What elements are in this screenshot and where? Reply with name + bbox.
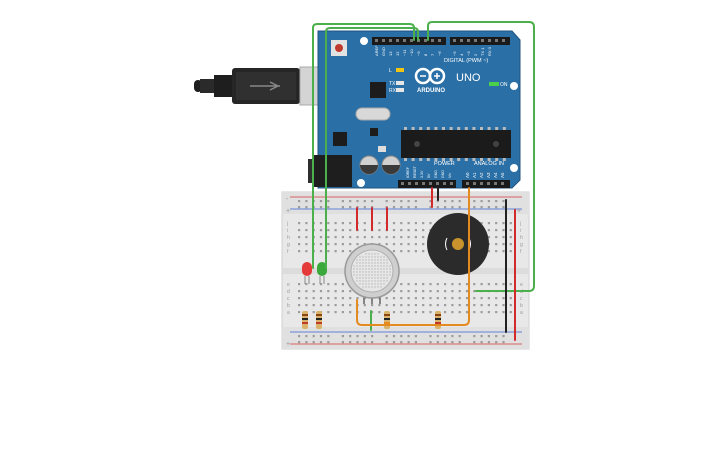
power-label: POWER [434,161,455,167]
model-label: UNO [456,72,481,84]
digital-pin-label: ~6 [437,51,442,56]
row-letter: j [519,221,521,227]
row-letter: b [287,303,290,309]
led-green [317,262,327,284]
row-letter: h [520,235,523,241]
crystal [355,107,391,121]
digital-pin-label: ~11 [402,49,407,56]
wires [312,21,535,341]
row-letter: j [286,221,288,227]
digital-pin-label: 7 [430,53,435,56]
analog-header [462,180,510,188]
row-letter: a [287,310,290,316]
digital-pin-label: RX 0 [487,46,492,56]
digital-pin-label: 2 [473,53,478,56]
rail-plus-label-right: + [517,208,521,215]
on-label: ON [500,82,508,88]
row-letter: f [520,249,522,255]
analog-pin-label: A5 [500,172,505,178]
mount-hole [357,179,365,187]
rail-plus-label: + [286,208,290,215]
digital-pin-label: 13 [388,51,393,56]
power-pin-label: 5V [427,173,431,178]
piezo-buzzer [427,213,489,275]
row-letter: b [520,303,523,309]
row-letter: g [287,242,290,248]
gas-sensor [344,243,400,304]
row-letter: h [287,235,290,241]
wire-green[interactable] [427,21,535,292]
digital-pin-label: ~5 [452,51,457,56]
analog-label: ANALOG IN [474,161,504,167]
rx-label: RX [389,88,397,94]
resistor [316,311,322,329]
mount-hole [510,82,518,90]
wire-orange[interactable] [356,187,470,326]
rail-minus-label: - [286,196,289,203]
digital-pin-label: AREF [374,45,379,56]
breadboard-holes [298,200,512,344]
wire-green[interactable] [312,23,415,269]
digital-pin-label: GND [381,47,386,56]
mount-hole [360,37,368,45]
row-letter: e [287,282,290,288]
analog-pin-label: A3 [486,172,491,178]
row-letter: c [520,296,523,302]
digital-header-left [372,37,446,45]
brand-label: ARDUINO [417,88,445,94]
power-pin-label: IOREF [406,166,410,178]
usb-icon [250,81,280,91]
row-letter: a [520,310,523,316]
digital-pin-label: TX 1 [480,47,485,56]
rail-plus-label-bottom: + [286,341,290,348]
power-pin-label: GND [441,170,445,178]
reset-button-cap [335,44,343,52]
power-pin-label: 3.3V [420,170,424,178]
on-led [489,82,499,86]
digital-label: DIGITAL (PWM ~) [444,58,488,64]
power-pin-label: Vin [448,173,452,178]
power-header [398,180,456,188]
tx-label: TX [389,81,396,87]
l-led-label: L [389,68,392,74]
analog-pin-label: A1 [472,172,477,178]
resistor [435,311,441,329]
analog-pin-label: A0 [465,172,470,178]
row-letter: f [287,249,289,255]
arduino-logo-icon [414,67,446,85]
row-letter: d [287,289,290,295]
row-letter: g [520,242,523,248]
resistor [302,311,308,329]
power-jack [312,155,352,187]
digital-pin-label: 12 [395,51,400,56]
digital-pin-label: 4 [459,53,464,56]
digital-pin-label: ~10 [409,48,414,56]
digital-pin-label: ~3 [466,51,471,56]
digital-pin-label: ~9 [416,51,421,56]
digital-pin-label: 8 [423,53,428,56]
wire-green[interactable] [325,27,419,269]
row-letter: i [287,228,288,234]
digital-header-right [450,37,510,45]
analog-pin-label: A4 [493,172,498,178]
power-pin-label: GND [434,170,438,178]
mount-hole [510,164,518,172]
row-letter: c [287,296,290,302]
row-letter: e [520,282,523,288]
row-letter: i [520,228,521,234]
power-pin-label: RESET [413,165,417,178]
led-red [302,262,312,284]
analog-pin-label: A2 [479,172,484,178]
resistor [384,311,390,329]
